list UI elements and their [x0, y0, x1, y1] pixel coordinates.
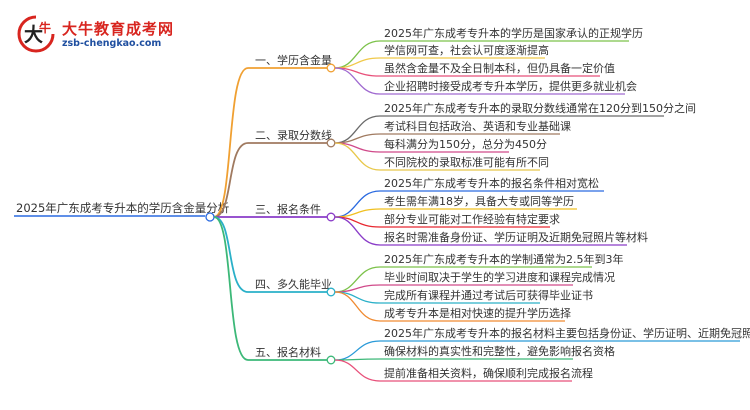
- logo: 大 牛 大牛教育成考网 zsb-chengkao.com: [14, 14, 173, 54]
- branch-label: 三、报名条件: [255, 202, 321, 216]
- branch-connector: [213, 216, 249, 361]
- leaf-label: 考试科目包括政治、英语和专业基础课: [384, 119, 571, 133]
- leaf-label: 完成所有课程并通过考试后可获得毕业证书: [384, 288, 593, 302]
- leaf-label: 考生需年满18岁，具备大专或同等学历: [384, 194, 574, 208]
- leaf-label: 确保材料的真实性和完整性，避免影响报名资格: [384, 344, 615, 358]
- svg-text:牛: 牛: [39, 20, 51, 35]
- leaf-label: 2025年广东成考专升本的录取分数线通常在120分到150分之间: [384, 101, 696, 115]
- branch-node-circle: [326, 212, 336, 222]
- branch-label: 四、多久能毕业: [255, 277, 332, 291]
- leaf-label: 提前准备相关资料，确保顺利完成报名流程: [384, 366, 593, 380]
- leaf-connector: [334, 40, 381, 69]
- leaf-label: 2025年广东成考专升本的学历是国家承认的正规学历: [384, 26, 643, 40]
- leaf-label: 2025年广东成考专升本的学制通常为2.5年到3年: [384, 252, 624, 266]
- leaf-label: 学信网可查，社会认可度逐渐提高: [384, 43, 549, 57]
- branch-label: 二、录取分数线: [255, 128, 332, 142]
- leaf-label: 报名时需准备身份证、学历证明及近期免冠照片等材料: [384, 230, 648, 244]
- leaf-connector: [334, 115, 381, 144]
- leaf-connector: [334, 291, 381, 322]
- leaf-label: 企业招聘时接受成考专升本学历，提供更多就业机会: [384, 79, 637, 93]
- leaf-label: 部分专业可能对工作经验有特定要求: [384, 212, 560, 226]
- leaf-label: 每科满分为150分，总分为450分: [384, 137, 547, 151]
- branch-connector: [213, 67, 249, 218]
- svg-text:大: 大: [24, 23, 43, 46]
- leaf-connector: [334, 67, 381, 95]
- leaf-label: 2025年广东成考专升本的报名材料主要包括身份证、学历证明、近期免冠照片等: [384, 326, 750, 340]
- leaf-label: 毕业时间取决于学生的学习进度和课程完成情况: [384, 270, 615, 284]
- logo-icon: 大 牛: [17, 15, 55, 53]
- root-label: 2025年广东成考专升本的学历含金量分析: [16, 201, 229, 215]
- leaf-label: 不同院校的录取标准可能有所不同: [384, 155, 549, 169]
- leaf-connector: [334, 359, 381, 382]
- branch-label: 一、学历含金量: [255, 53, 332, 67]
- branch-node-circle: [326, 355, 336, 365]
- logo-title: 大牛教育成考网: [62, 20, 175, 38]
- branch-connector: [213, 216, 249, 293]
- branch-node-circle: [326, 138, 336, 148]
- root-node-circle: [205, 212, 215, 222]
- branch-node-circle: [326, 287, 336, 297]
- branch-label: 五、报名材料: [255, 345, 321, 359]
- leaf-connector: [334, 340, 381, 361]
- leaf-label: 成考专升本是相对快速的提升学历选择: [384, 306, 571, 320]
- logo-url: zsb-chengkao.com: [62, 38, 162, 49]
- leaf-connector: [334, 142, 381, 171]
- leaf-label: 虽然含金量不及全日制本科，但仍具备一定价值: [384, 61, 615, 75]
- leaf-label: 2025年广东成考专升本的报名条件相对宽松: [384, 176, 599, 190]
- branch-node-circle: [326, 63, 336, 73]
- branch-connector: [213, 142, 249, 218]
- leaf-connector: [334, 216, 381, 246]
